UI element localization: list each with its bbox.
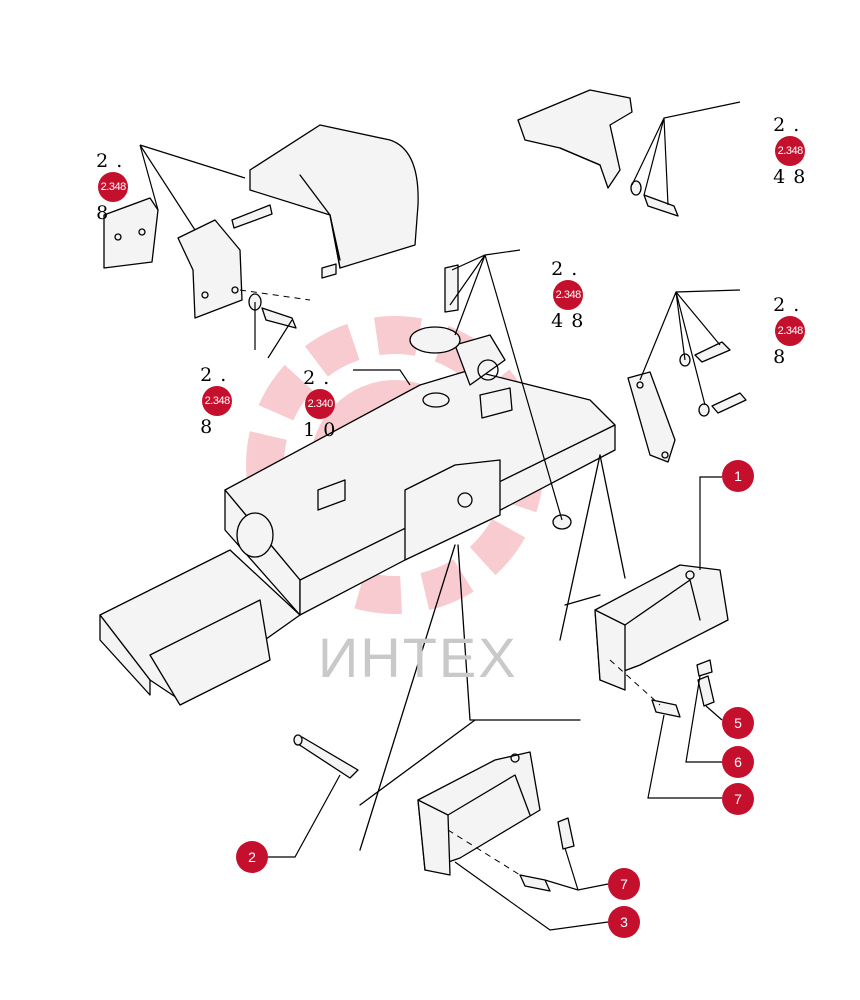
reference-label: 2 . 2.348 8 (68, 128, 130, 246)
callout-badge[interactable]: 3 (608, 906, 640, 938)
reference-label: 2 . 2.348 4 8 (745, 92, 807, 210)
right-link-plate (627, 341, 747, 463)
reference-prefix: 2 . (96, 150, 124, 172)
upper-guard-cover (231, 124, 419, 279)
reference-suffix: 8 (96, 202, 110, 224)
main-frame (99, 264, 616, 706)
reference-suffix: 8 (773, 346, 787, 368)
reference-code-badge: 2.348 (98, 172, 129, 202)
guide-lines (359, 454, 626, 851)
callout-badge[interactable]: 7 (608, 868, 640, 900)
callout-badge[interactable]: 1 (722, 460, 754, 492)
support-block-right (594, 564, 729, 718)
top-cap-cover (517, 89, 679, 217)
reference-prefix: 2 . (773, 114, 801, 136)
watermark-text: ИНТЕХ (318, 626, 518, 689)
pin-part (293, 734, 359, 779)
reference-code-badge: 2.348 (553, 280, 584, 310)
leader-lines (139, 101, 741, 931)
bolt-washer-left (248, 293, 297, 329)
reference-prefix: 2 . (773, 294, 801, 316)
reference-label: 2 . 2.348 4 8 (523, 236, 585, 354)
reference-label: 2 . 2.340 1 0 (275, 345, 337, 463)
assembly-line-left (239, 289, 311, 301)
reference-suffix: 4 8 (773, 166, 807, 188)
reference-label: 2 . 2.348 8 (745, 272, 807, 390)
reference-label: 2 . 2.348 8 (172, 342, 234, 460)
callout-badge[interactable]: 6 (722, 746, 754, 778)
bracket-plate-left (177, 219, 243, 319)
reference-code-badge: 2.348 (775, 316, 806, 346)
reference-suffix: 1 0 (303, 419, 337, 441)
callout-badge[interactable]: 2 (236, 841, 268, 873)
reference-code-badge: 2.348 (775, 136, 806, 166)
callout-badge[interactable]: 5 (722, 707, 754, 739)
side-plate-small (103, 197, 159, 269)
reference-prefix: 2 . (551, 258, 579, 280)
callout-badge[interactable]: 7 (722, 783, 754, 815)
reference-prefix: 2 . (303, 367, 331, 389)
reference-prefix: 2 . (200, 364, 228, 386)
reference-code-badge: 2.348 (202, 386, 233, 416)
reference-code-badge: 2.340 (305, 389, 336, 419)
reference-suffix: 8 (200, 416, 214, 438)
support-block-lower (417, 751, 575, 892)
reference-suffix: 4 8 (551, 310, 585, 332)
